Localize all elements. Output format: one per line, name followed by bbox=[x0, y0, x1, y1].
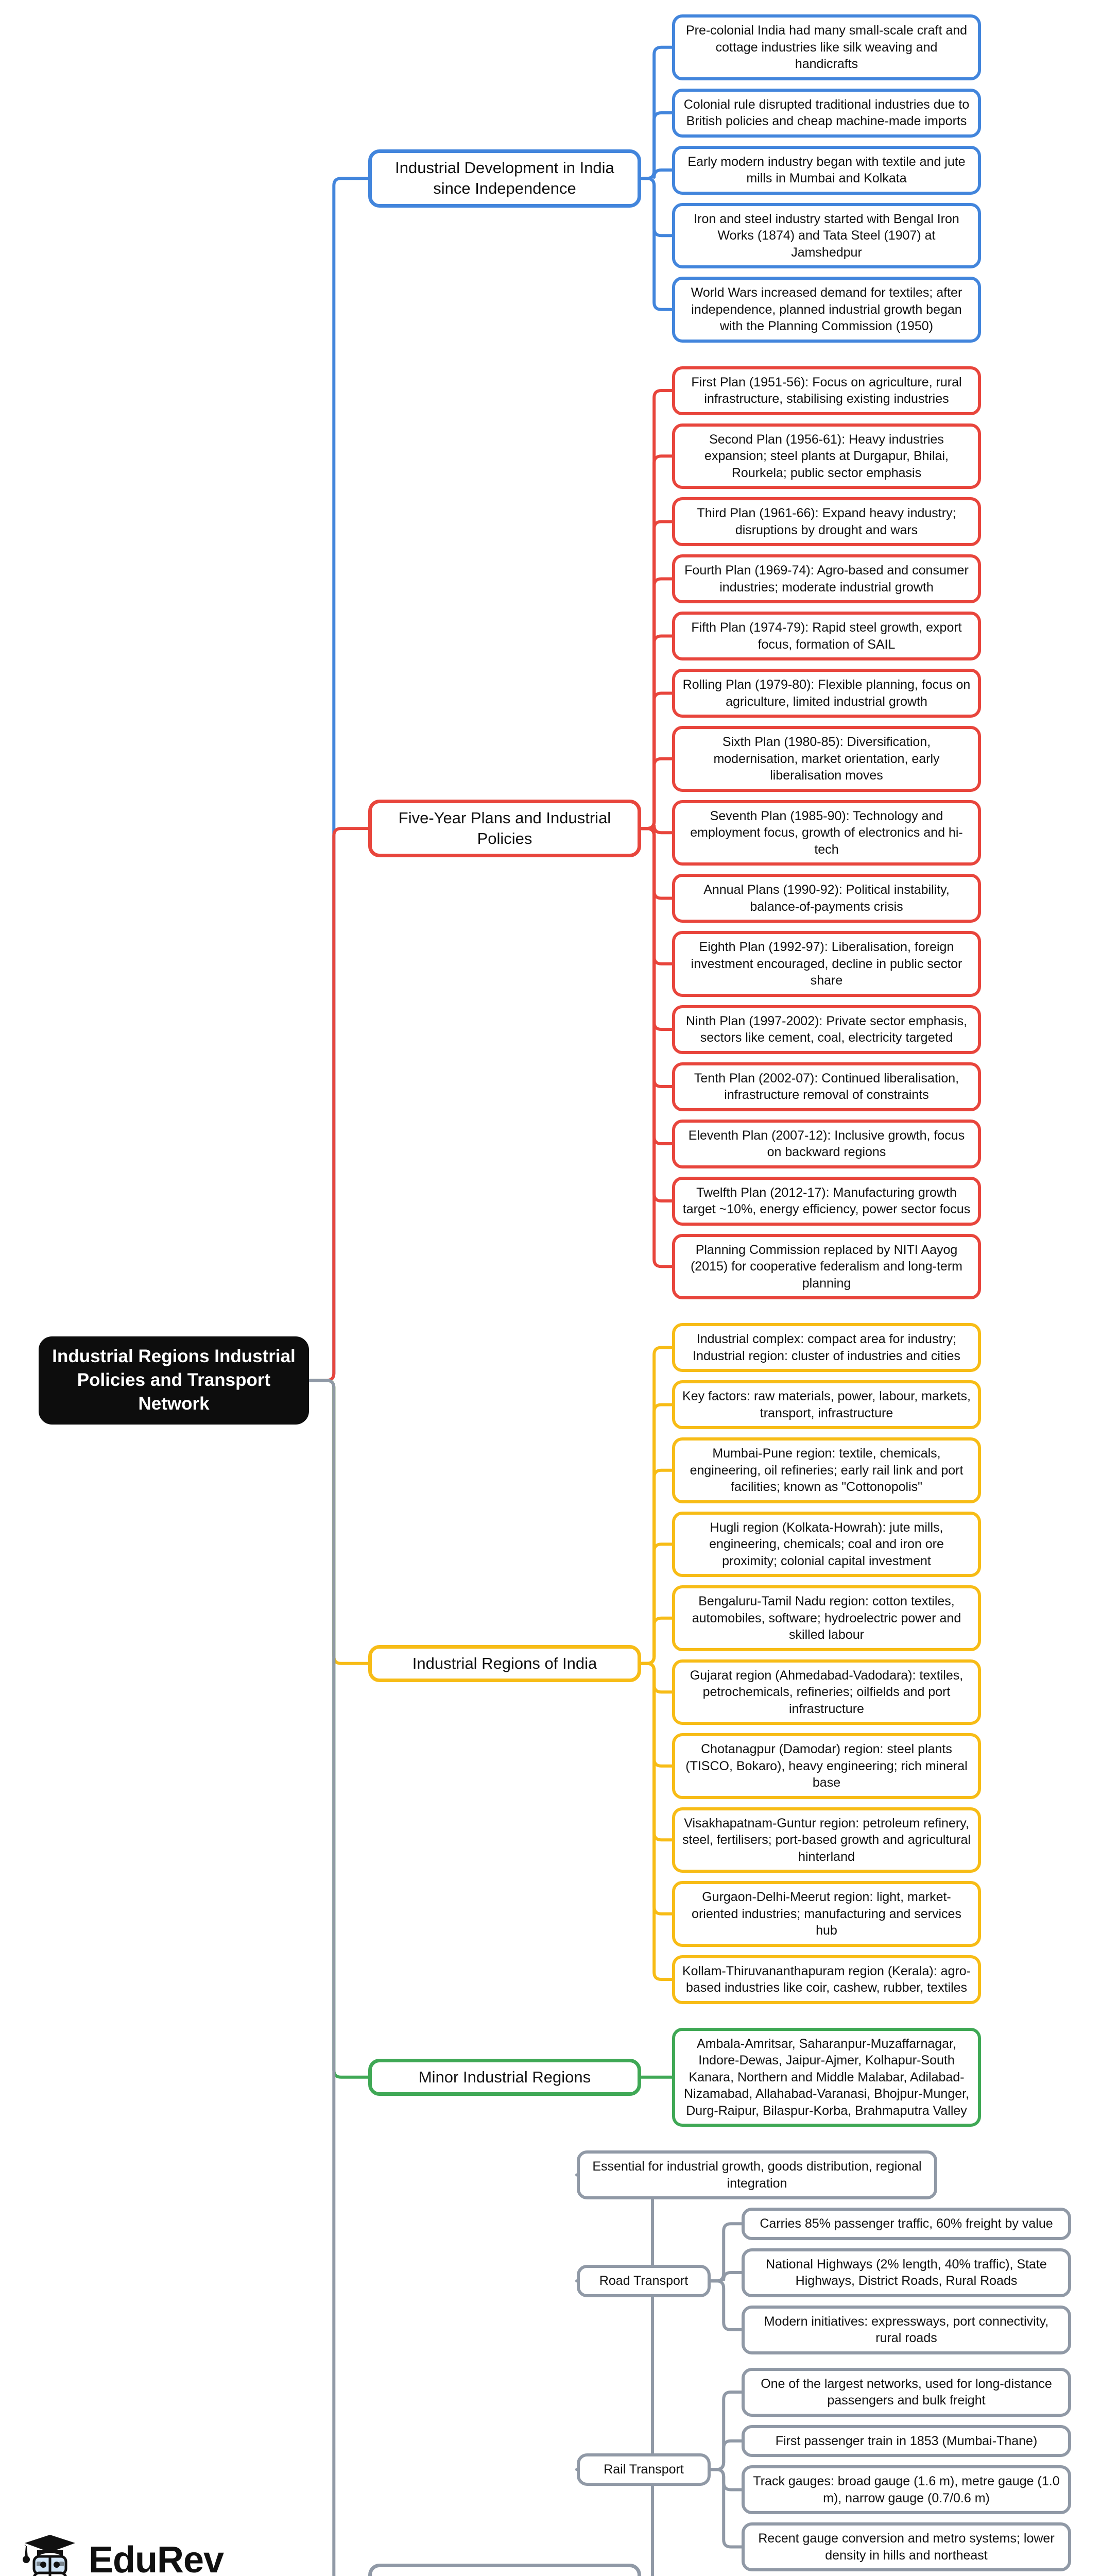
node-label: Industrial Development in India since In… bbox=[395, 158, 614, 198]
mindmap-leaf-node: Bengaluru-Tamil Nadu region: cotton text… bbox=[672, 1585, 981, 1651]
node-label: World Wars increased demand for textiles… bbox=[691, 285, 962, 333]
node-label: Mumbai-Pune region: textile, chemicals, … bbox=[690, 1446, 964, 1494]
mindmap-leaf-node: Chotanagpur (Damodar) region: steel plan… bbox=[672, 1733, 981, 1799]
node-label: Hugli region (Kolkata-Howrah): jute mill… bbox=[709, 1520, 944, 1568]
mindmap-leaf-node: First passenger train in 1853 (Mumbai-Th… bbox=[742, 2425, 1071, 2457]
node-label: Tenth Plan (2002-07): Continued liberali… bbox=[694, 1071, 959, 1103]
mindmap-leaf-node: Iron and steel industry started with Ben… bbox=[672, 202, 981, 268]
node-label: Transport Network bbox=[379, 2572, 630, 2576]
node-label: Second Plan (1956-61): Heavy industries … bbox=[704, 432, 949, 480]
node-label: Chotanagpur (Damodar) region: steel plan… bbox=[685, 1742, 968, 1790]
node-label: Modern initiatives: expressways, port co… bbox=[764, 2314, 1049, 2346]
mindmap-branch-node-five-year-plans: Five-Year Plans and Industrial Policies bbox=[368, 799, 641, 858]
node-label: Gurgaon-Delhi-Meerut region: light, mark… bbox=[692, 1890, 961, 1938]
mindmap-leaf-node: Track gauges: broad gauge (1.6 m), metre… bbox=[742, 2465, 1071, 2514]
mindmap-sub-branch-node: Road Transport bbox=[577, 2265, 711, 2297]
mindmap-leaf-node: Essential for industrial growth, goods d… bbox=[577, 2150, 937, 2199]
node-label: Road Transport bbox=[599, 2274, 689, 2288]
mindmap-leaf-node: One of the largest networks, used for lo… bbox=[742, 2367, 1071, 2417]
mindmap-leaf-node: Eighth Plan (1992-97): Liberalisation, f… bbox=[672, 931, 981, 997]
mindmap-leaf-node: Ambala-Amritsar, Saharanpur-Muzaffarnaga… bbox=[672, 2027, 981, 2127]
mindmap-leaf-node: Seventh Plan (1985-90): Technology and e… bbox=[672, 800, 981, 866]
mindmap-leaf-node: Annual Plans (1990-92): Political instab… bbox=[672, 874, 981, 923]
node-label: Pre-colonial India had many small-scale … bbox=[685, 23, 968, 71]
mindmap-sub-branch-node: Rail Transport bbox=[577, 2453, 711, 2486]
mindmap-root-node: Industrial Regions Industrial Policies a… bbox=[39, 1336, 309, 1425]
mindmap-leaf-node: Third Plan (1961-66): Expand heavy indus… bbox=[672, 497, 981, 546]
node-label: Track gauges: broad gauge (1.6 m), metre… bbox=[753, 2474, 1060, 2505]
node-label: Twelfth Plan (2012-17): Manufacturing gr… bbox=[682, 1185, 971, 1217]
node-label: One of the largest networks, used for lo… bbox=[761, 2376, 1052, 2408]
node-label: Visakhapatnam-Guntur region: petroleum r… bbox=[682, 1816, 971, 1864]
mindmap-leaf-node: Mumbai-Pune region: textile, chemicals, … bbox=[672, 1437, 981, 1503]
mindmap-leaf-node: Rolling Plan (1979-80): Flexible plannin… bbox=[672, 669, 981, 718]
node-label: Fourth Plan (1969-74): Agro-based and co… bbox=[684, 563, 969, 595]
node-label: Key factors: raw materials, power, labou… bbox=[682, 1389, 971, 1420]
node-label: National Highways (2% length, 40% traffi… bbox=[766, 2257, 1047, 2289]
node-label: Carries 85% passenger traffic, 60% freig… bbox=[760, 2216, 1053, 2231]
node-label: Iron and steel industry started with Ben… bbox=[694, 211, 959, 260]
mindmap-leaf-node: Planning Commission replaced by NITI Aay… bbox=[672, 1233, 981, 1299]
node-label: Planning Commission replaced by NITI Aay… bbox=[690, 1242, 963, 1291]
mindmap-branch-node-industrial-regions: Industrial Regions of India bbox=[368, 1645, 641, 1682]
mindmap-leaf-node: Early modern industry began with textile… bbox=[672, 145, 981, 195]
node-label: Rolling Plan (1979-80): Flexible plannin… bbox=[682, 677, 971, 709]
node-label: Eighth Plan (1992-97): Liberalisation, f… bbox=[691, 940, 962, 988]
node-label: Annual Plans (1990-92): Political instab… bbox=[703, 883, 950, 914]
mindmap-leaf-node: Fifth Plan (1974-79): Rapid steel growth… bbox=[672, 612, 981, 660]
edurev-logo: EduRev bbox=[14, 2526, 231, 2576]
node-label: Kollam-Thiruvananthapuram region (Kerala… bbox=[682, 1963, 971, 1995]
mindmap-leaf-node: Hugli region (Kolkata-Howrah): jute mill… bbox=[672, 1511, 981, 1577]
mindmap-leaf-node: Tenth Plan (2002-07): Continued liberali… bbox=[672, 1062, 981, 1111]
node-label: Third Plan (1961-66): Expand heavy indus… bbox=[697, 506, 956, 537]
mindmap-leaf-node: Industrial complex: compact area for ind… bbox=[672, 1323, 981, 1372]
mindmap-leaf-node: Recent gauge conversion and metro system… bbox=[742, 2522, 1071, 2571]
mindmap-leaf-node: Sixth Plan (1980-85): Diversification, m… bbox=[672, 726, 981, 792]
node-label: Rail Transport bbox=[604, 2462, 684, 2477]
node-label: Ambala-Amritsar, Saharanpur-Muzaffarnaga… bbox=[683, 2036, 970, 2118]
mindmap-leaf-node: Second Plan (1956-61): Heavy industries … bbox=[672, 423, 981, 489]
node-label: Fifth Plan (1974-79): Rapid steel growth… bbox=[691, 620, 962, 652]
mindmap-leaf-node: Gurgaon-Delhi-Meerut region: light, mark… bbox=[672, 1881, 981, 1947]
node-label: Ninth Plan (1997-2002): Private sector e… bbox=[685, 1013, 968, 1045]
mindmap-leaf-node: Fourth Plan (1969-74): Agro-based and co… bbox=[672, 554, 981, 603]
node-label: Industrial complex: compact area for ind… bbox=[693, 1332, 960, 1363]
mindmap-leaf-node: Colonial rule disrupted traditional indu… bbox=[672, 88, 981, 138]
root-label: Industrial Regions Industrial Policies a… bbox=[52, 1346, 296, 1414]
node-label: Industrial Regions of India bbox=[412, 1654, 597, 1672]
node-label: Recent gauge conversion and metro system… bbox=[758, 2531, 1055, 2563]
edurev-wordmark: EduRev bbox=[89, 2539, 224, 2576]
node-label: Sixth Plan (1980-85): Diversification, m… bbox=[713, 735, 940, 783]
mindmap-branch-node-transport-network: Transport Network bbox=[368, 2564, 641, 2576]
mindmap-leaf-node: National Highways (2% length, 40% traffi… bbox=[742, 2248, 1071, 2297]
node-label: Colonial rule disrupted traditional indu… bbox=[683, 97, 970, 129]
mindmap-leaf-node: Eleventh Plan (2007-12): Inclusive growt… bbox=[672, 1119, 981, 1168]
node-label: Five-Year Plans and Industrial Policies bbox=[398, 808, 611, 848]
node-label: First passenger train in 1853 (Mumbai-Th… bbox=[775, 2433, 1038, 2448]
mindmap-leaf-node: Ninth Plan (1997-2002): Private sector e… bbox=[672, 1005, 981, 1054]
node-label: Bengaluru-Tamil Nadu region: cotton text… bbox=[692, 1594, 961, 1642]
mindmap-leaf-node: Gujarat region (Ahmedabad-Vadodara): tex… bbox=[672, 1659, 981, 1725]
node-label: Essential for industrial growth, goods d… bbox=[592, 2159, 922, 2191]
node-label: Seventh Plan (1985-90): Technology and e… bbox=[690, 808, 963, 857]
node-label: Early modern industry began with textile… bbox=[687, 154, 966, 186]
mindmap-branch-node-minor-industrial-regions: Minor Industrial Regions bbox=[368, 2058, 641, 2096]
mindmap-branch-node-industrial-development: Industrial Development in India since In… bbox=[368, 149, 641, 208]
mindmap-leaf-node: First Plan (1951-56): Focus on agricultu… bbox=[672, 366, 981, 415]
node-label: Minor Industrial Regions bbox=[418, 2067, 591, 2086]
graduation-cap-book-icon bbox=[23, 2535, 75, 2576]
mindmap-leaf-node: Pre-colonial India had many small-scale … bbox=[672, 14, 981, 80]
node-label: Gujarat region (Ahmedabad-Vadodara): tex… bbox=[690, 1668, 964, 1716]
node-label: First Plan (1951-56): Focus on agricultu… bbox=[691, 375, 962, 406]
mindmap-leaf-node: Modern initiatives: expressways, port co… bbox=[742, 2305, 1071, 2354]
mindmap-leaf-node: Kollam-Thiruvananthapuram region (Kerala… bbox=[672, 1955, 981, 2004]
mindmap-leaf-node: Visakhapatnam-Guntur region: petroleum r… bbox=[672, 1807, 981, 1873]
node-label: Eleventh Plan (2007-12): Inclusive growt… bbox=[688, 1128, 965, 1160]
mindmap-leaf-node: Carries 85% passenger traffic, 60% freig… bbox=[742, 2208, 1071, 2240]
mindmap-leaf-node: Key factors: raw materials, power, labou… bbox=[672, 1380, 981, 1429]
mindmap-leaf-node: World Wars increased demand for textiles… bbox=[672, 277, 981, 343]
mindmap-leaf-node: Twelfth Plan (2012-17): Manufacturing gr… bbox=[672, 1176, 981, 1226]
